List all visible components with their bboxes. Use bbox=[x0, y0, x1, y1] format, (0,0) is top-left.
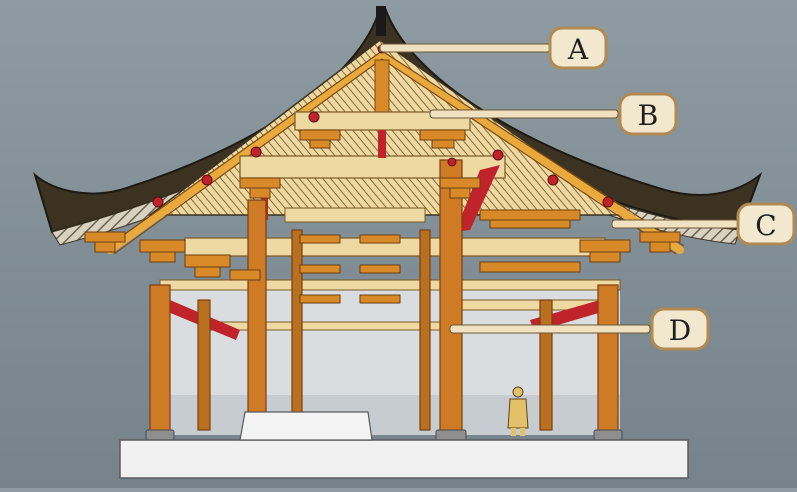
platform bbox=[120, 440, 688, 478]
altar-platform bbox=[240, 412, 372, 440]
callout-badge-c: C bbox=[738, 204, 794, 244]
callout-label-d: D bbox=[669, 314, 691, 347]
callout-label-b: B bbox=[638, 99, 659, 132]
middle-beam bbox=[240, 156, 505, 178]
inner-beam bbox=[285, 208, 425, 222]
callout-badge-d: D bbox=[652, 309, 708, 349]
callout-label-a: A bbox=[567, 33, 589, 66]
callout-badge-b: B bbox=[620, 94, 676, 134]
callout-badge-a: A bbox=[550, 28, 606, 68]
architrave bbox=[160, 280, 620, 290]
king-post bbox=[375, 60, 389, 120]
ridge-finial bbox=[376, 6, 386, 36]
callout-label-c: C bbox=[755, 209, 776, 242]
